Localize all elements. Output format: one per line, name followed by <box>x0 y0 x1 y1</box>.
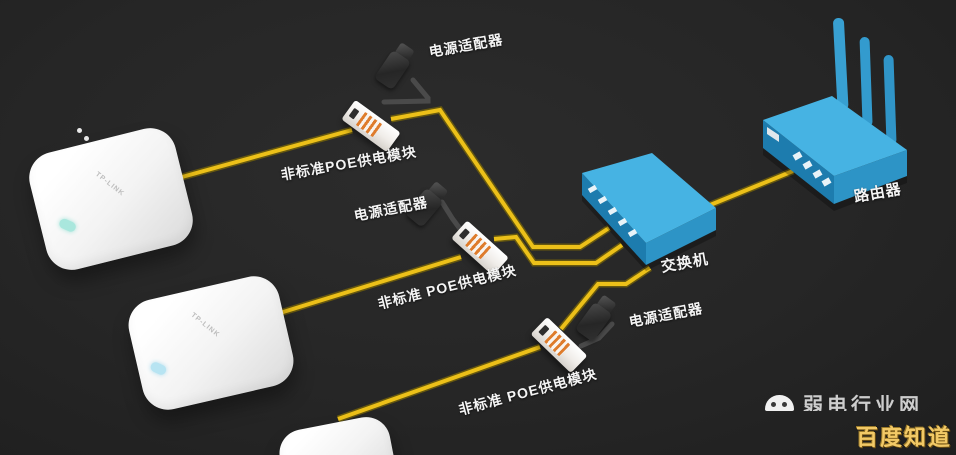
switch-ports <box>587 184 638 238</box>
router-antenna-1 <box>833 17 849 110</box>
power-cord-adapter3 <box>578 321 615 349</box>
switch-device <box>582 153 716 271</box>
router-antenna-3 <box>883 55 897 145</box>
poe-port-hole <box>348 107 360 120</box>
router-ports <box>792 151 832 187</box>
logo-eye-left <box>771 402 776 407</box>
logo-eye-right <box>782 402 787 407</box>
router-device <box>763 17 907 211</box>
site-logo <box>765 395 794 411</box>
ethernet-cable-ap1-poe1 <box>181 128 353 179</box>
site-logo-text: 弱电行业网 <box>803 395 923 411</box>
ethernet-cable-poe1-switch <box>390 107 611 249</box>
tplink-brand-text: TP-LINK <box>93 170 126 198</box>
ethernet-cable-poe2-switch <box>493 234 624 265</box>
router-front-right-face <box>834 150 907 204</box>
router-antenna-2 <box>859 37 873 127</box>
switch-shadow <box>582 179 716 271</box>
router-top-face <box>763 96 907 176</box>
poe-port-hole <box>458 228 470 240</box>
poe-port-hole <box>538 324 550 337</box>
router-front-left-face <box>763 120 834 204</box>
tplink-brand-text: TP-LINK <box>189 311 221 339</box>
router-shadow <box>763 127 907 211</box>
switch-front-right-face <box>646 208 716 265</box>
ap-status-led <box>149 360 168 377</box>
router-label-sticker <box>767 127 779 142</box>
power-cord-adapter1 <box>381 77 431 105</box>
switch-top-face <box>582 153 716 243</box>
ethernet-cable-poe3-switch <box>559 266 652 331</box>
ethernet-cable-ap2-poe2 <box>266 255 462 319</box>
switch-front-left-face <box>582 173 646 265</box>
ap-status-led <box>57 217 78 234</box>
ethernet-cable-switch-router <box>697 169 794 212</box>
ethernet-cable-ap3-poe3 <box>337 345 541 421</box>
baidu-zhidao-watermark: 百度知道 <box>856 425 953 450</box>
